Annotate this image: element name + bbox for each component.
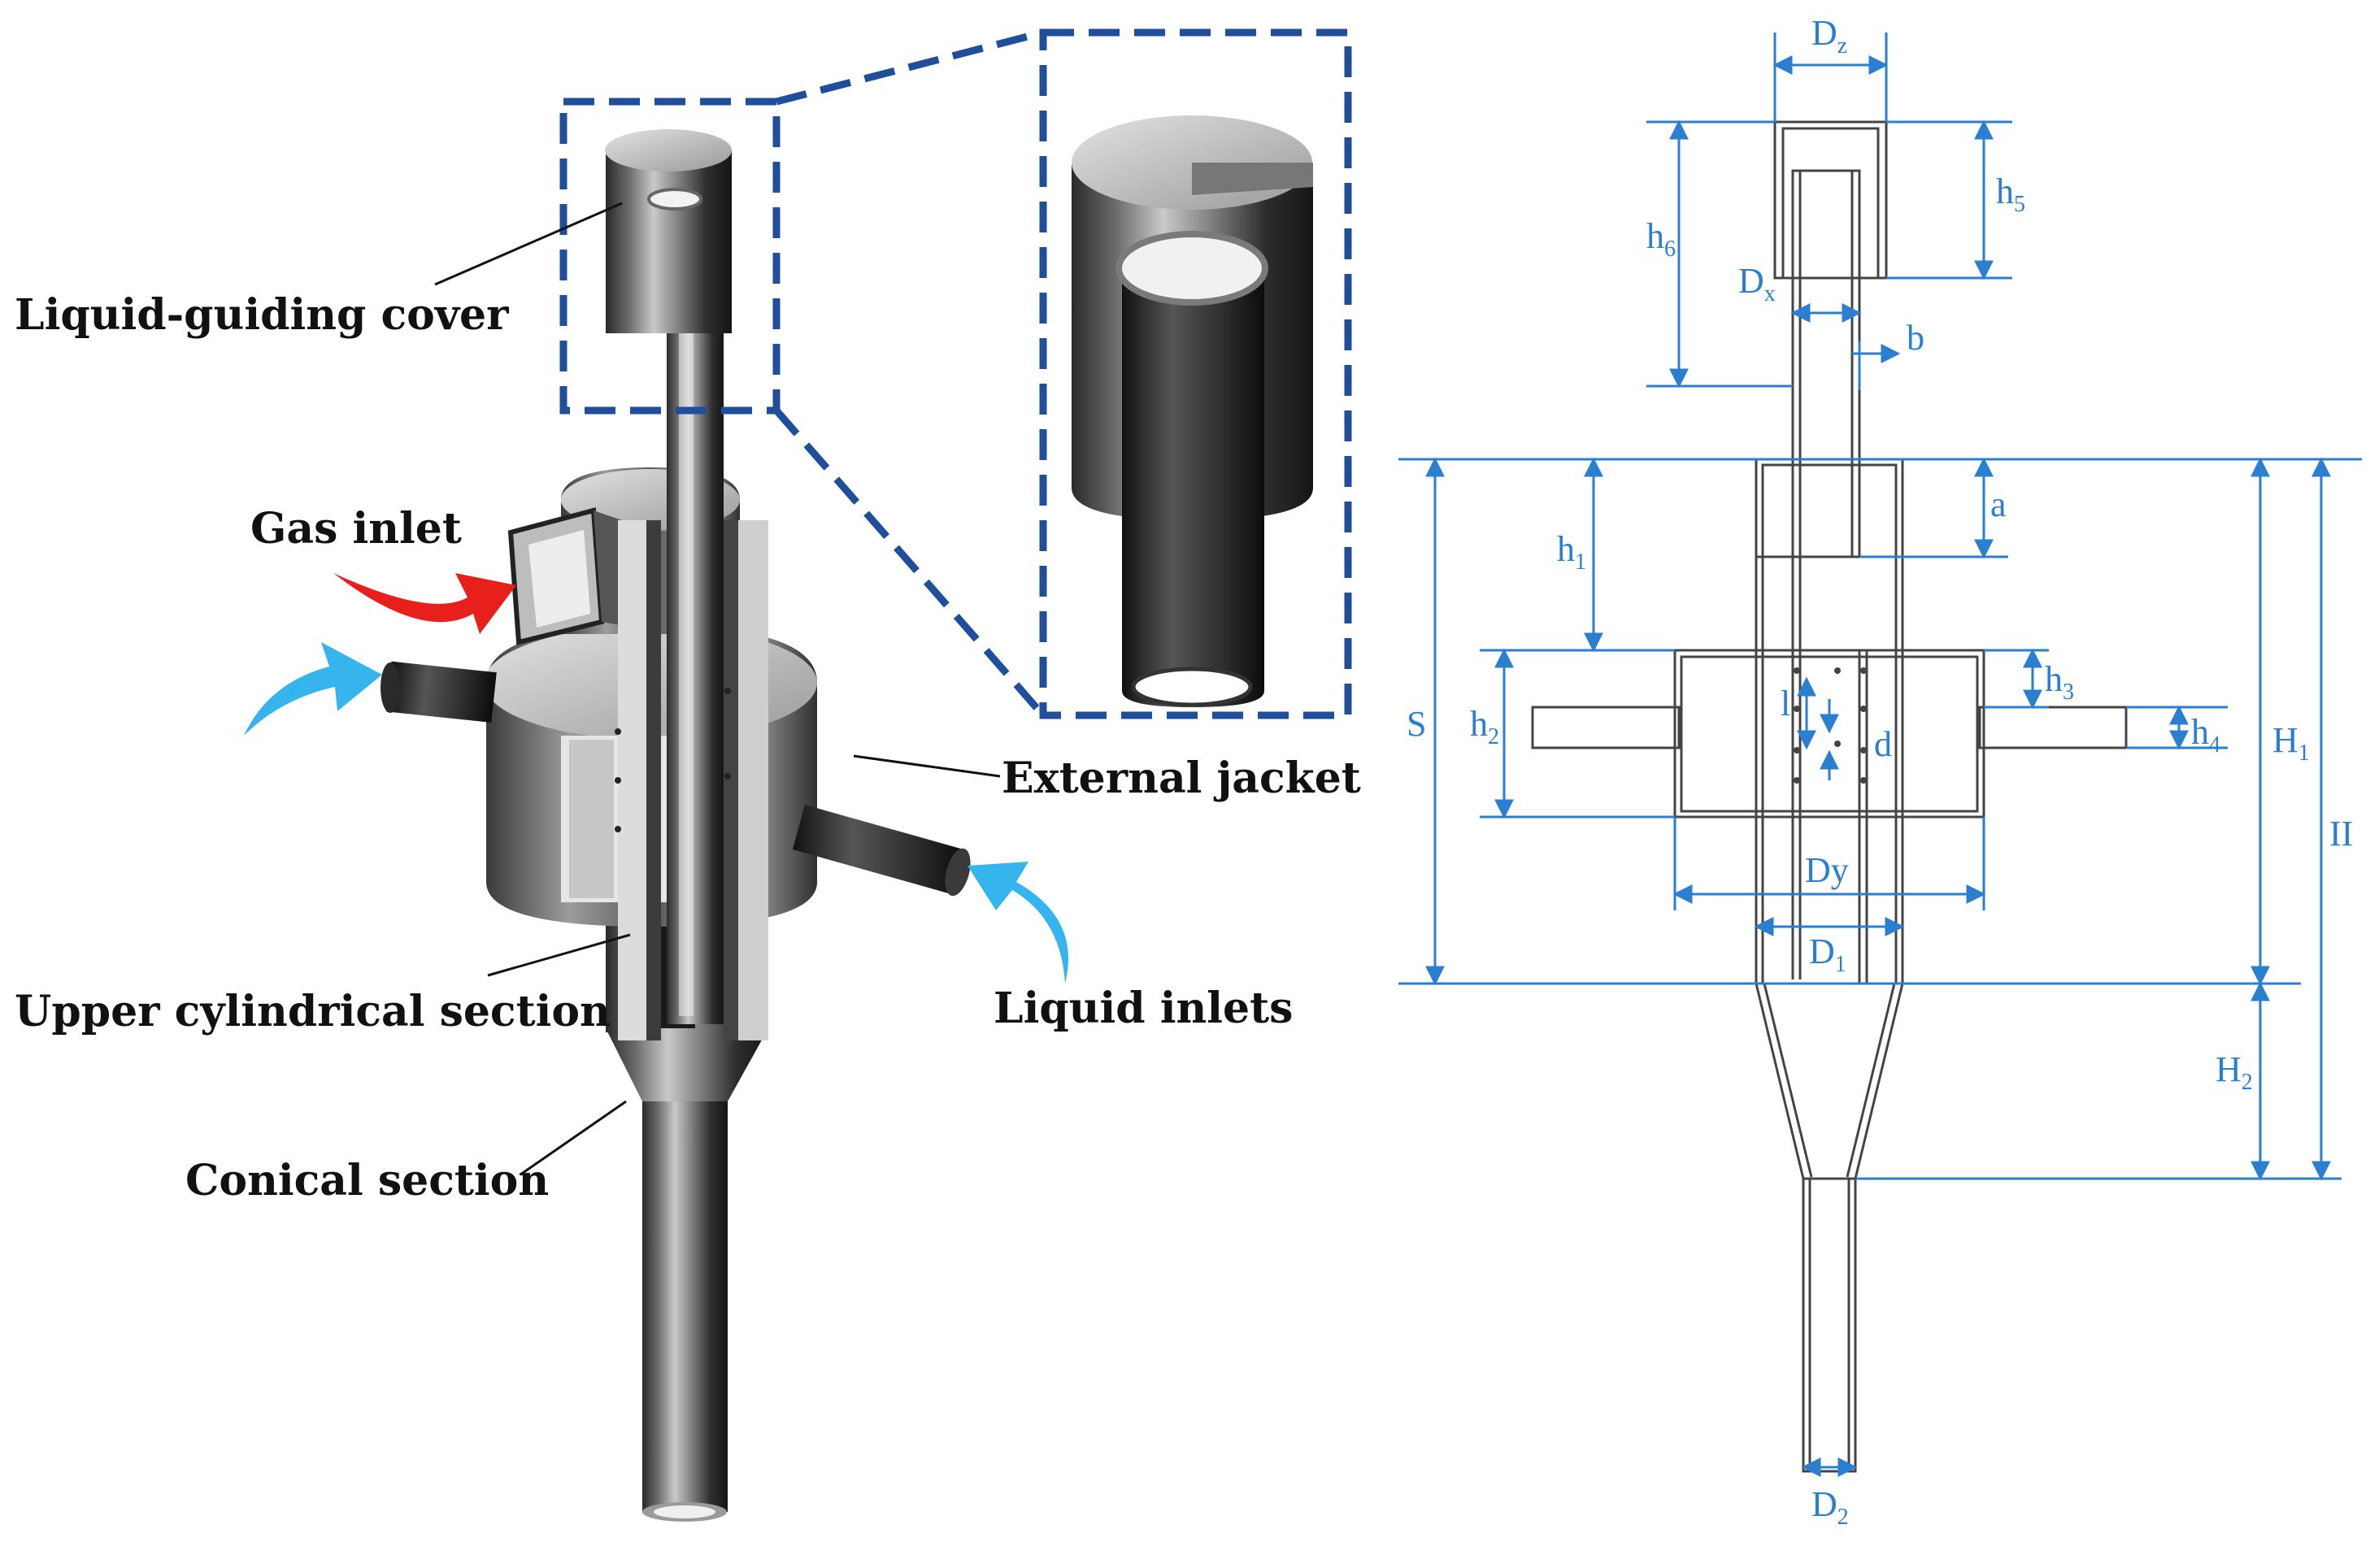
dim-D1: D1 — [1809, 932, 1846, 977]
dim-H1: H1 — [2272, 720, 2310, 766]
dim-h4: h4 — [2191, 712, 2220, 758]
label-liquid-inlets: Liquid inlets — [994, 984, 1293, 1033]
label-conical-section: Conical section — [185, 1156, 549, 1205]
cyclone-outline — [1531, 120, 2128, 1473]
zoom-frame-small — [559, 98, 781, 415]
dim-Dx: Dx — [1738, 261, 1776, 306]
label-external-jacket: External jacket — [1002, 754, 1361, 803]
zoom-detail — [1039, 28, 1352, 719]
zoom-connector-top — [775, 28, 1045, 106]
label-upper-cylindrical-section: Upper cylindrical section — [15, 987, 611, 1036]
cone-body — [606, 1028, 768, 1101]
zoom-connector-bottom — [773, 408, 1046, 718]
dim-h3: h3 — [2045, 659, 2074, 705]
liquid-flow-arrow-right — [968, 862, 1068, 984]
dimension-labels: Dz h5 h6 Dx b a h1 S H1 II h3 h2 l d h4 … — [1407, 13, 2353, 1530]
dim-S: S — [1407, 704, 1426, 744]
label-gas-inlet: Gas inlet — [250, 504, 462, 554]
liquid-flow-arrow-left — [244, 642, 382, 736]
underflow-pipe — [642, 1097, 728, 1522]
dim-h2: h2 — [1470, 704, 1499, 749]
leader-lines — [434, 202, 1001, 1176]
cutaway-3d-model: Liquid-guiding cover Gas inlet External … — [15, 28, 1361, 1522]
label-liquid-guiding-cover: Liquid-guiding cover — [15, 290, 509, 340]
liquid-inlet-pipe-right — [793, 805, 971, 897]
dim-h6: h6 — [1646, 216, 1676, 262]
dim-a: a — [1990, 484, 2007, 524]
dimension-lines — [1398, 33, 2362, 1477]
drawing-holes — [1794, 667, 1867, 784]
dim-d: d — [1874, 724, 1892, 764]
gas-flow-arrow — [333, 573, 516, 634]
dim-II: II — [2329, 814, 2353, 853]
dim-Dy: Dy — [1805, 850, 1849, 890]
liquid-inlet-pipe-left — [381, 661, 497, 723]
dim-D2: D2 — [1811, 1484, 1849, 1530]
dim-h5: h5 — [1996, 172, 2025, 217]
dim-h1: h1 — [1557, 529, 1586, 575]
dim-H2: H2 — [2216, 1049, 2253, 1095]
dim-Dz: Dz — [1811, 13, 1847, 59]
gas-inlet-duct — [507, 507, 626, 645]
dim-b: b — [1907, 318, 1924, 358]
tube-holes — [615, 688, 731, 832]
dim-l: l — [1781, 684, 1790, 723]
dimension-drawing: Dz h5 h6 Dx b a h1 S H1 II h3 h2 l d h4 … — [1398, 13, 2362, 1530]
liquid-guiding-cover — [605, 129, 732, 333]
